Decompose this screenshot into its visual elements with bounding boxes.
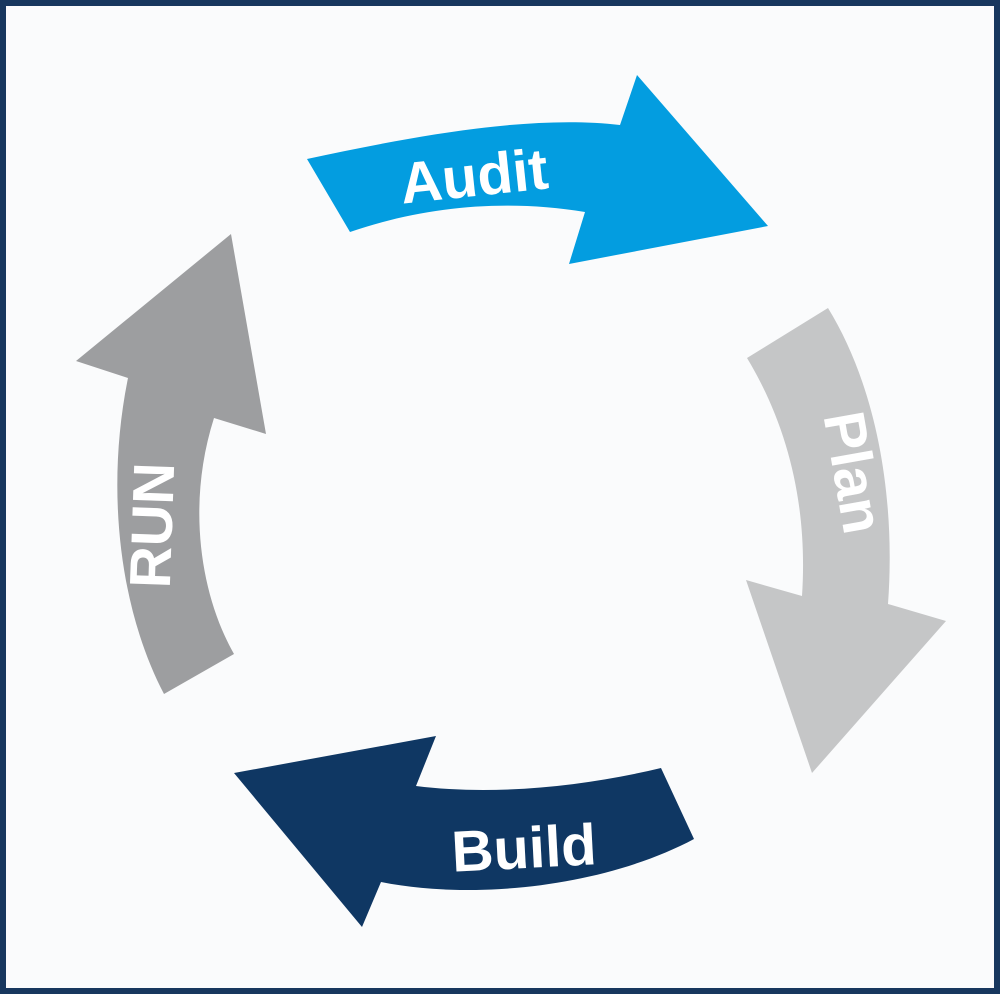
audit-arrow: Audit <box>307 75 768 264</box>
plan-arrow-shape <box>746 308 946 773</box>
build-arrow-shape <box>234 736 694 927</box>
build-arrow: Build <box>234 736 694 927</box>
plan-arrow: Plan <box>746 308 946 773</box>
run-arrow-shape <box>76 234 266 694</box>
audit-arrow-shape <box>307 75 768 264</box>
run-arrow: RUN <box>76 234 266 694</box>
run-label: RUN <box>118 461 187 589</box>
audit-label: Audit <box>397 136 551 216</box>
build-label: Build <box>450 812 598 884</box>
cycle-diagram: Audit Plan Build RUN <box>76 75 946 927</box>
